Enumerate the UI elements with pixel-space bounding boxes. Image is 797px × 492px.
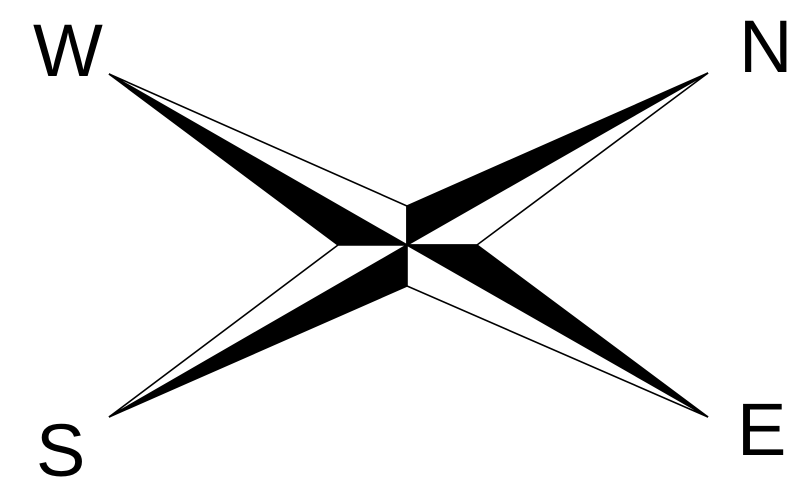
east-label: E bbox=[737, 388, 786, 471]
north-label: N bbox=[739, 5, 792, 88]
south-label: S bbox=[36, 409, 85, 492]
east-ray-light-half bbox=[407, 245, 708, 417]
west-label: W bbox=[33, 9, 103, 92]
south-ray-light-half bbox=[109, 245, 407, 417]
north-ray-light-half bbox=[407, 73, 708, 245]
west-ray-light-half bbox=[109, 74, 407, 245]
compass-star bbox=[109, 73, 708, 417]
